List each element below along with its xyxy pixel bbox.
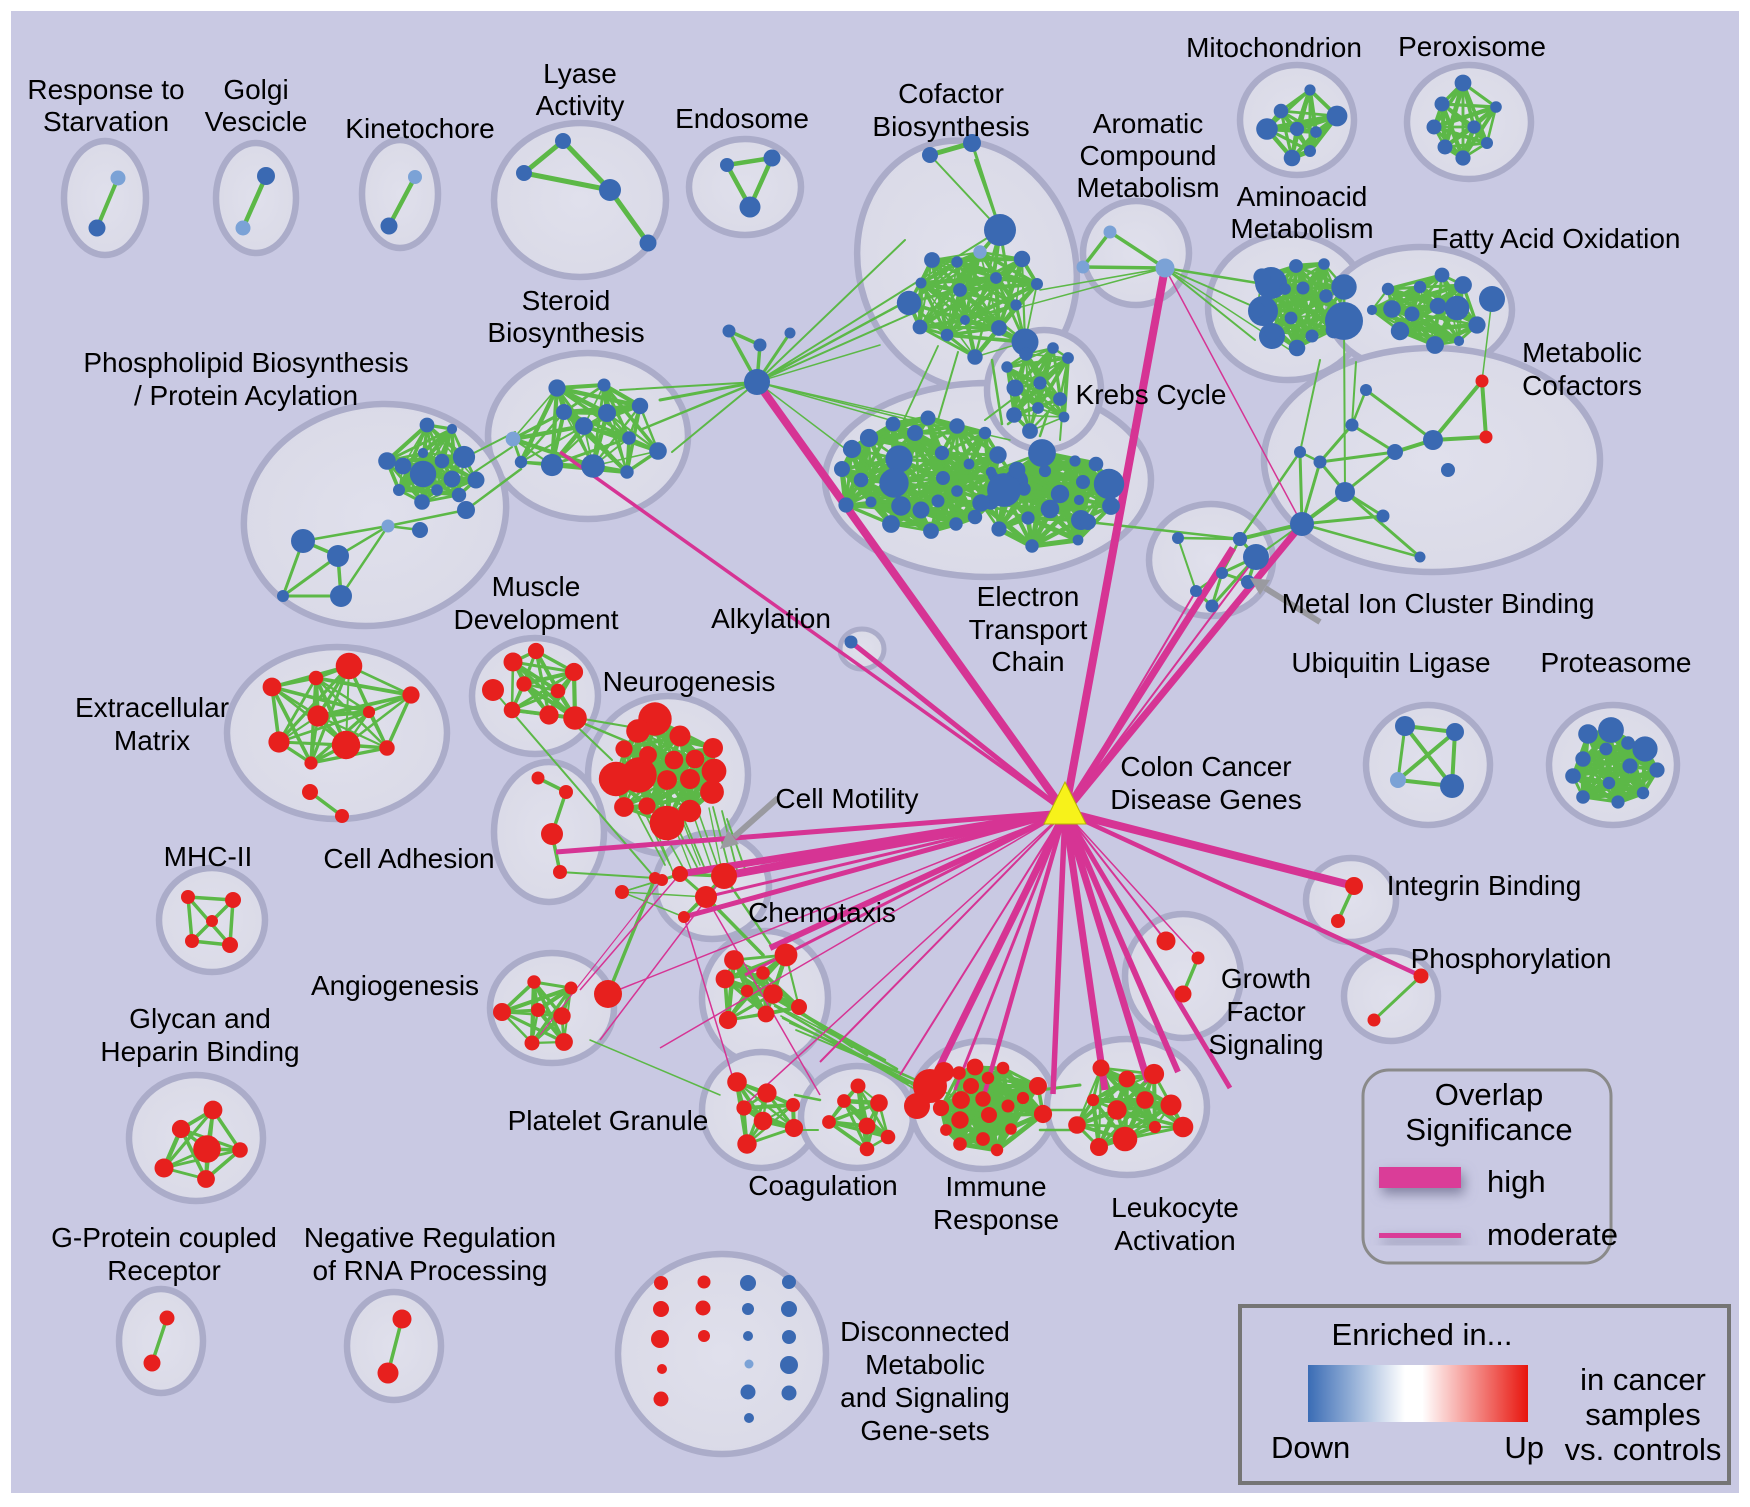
svg-text:Ubiquitin Ligase: Ubiquitin Ligase (1291, 647, 1490, 678)
svg-text:Significance: Significance (1405, 1112, 1572, 1147)
svg-text:Cofactor: Cofactor (898, 78, 1004, 109)
svg-text:Disease Genes: Disease Genes (1110, 784, 1301, 815)
svg-text:Electron: Electron (977, 581, 1080, 612)
svg-text:Integrin Binding: Integrin Binding (1387, 870, 1582, 901)
svg-text:Kinetochore: Kinetochore (345, 113, 494, 144)
svg-text:Negative Regulation: Negative Regulation (304, 1222, 556, 1253)
svg-text:Response to: Response to (27, 74, 184, 105)
svg-text:Overlap: Overlap (1435, 1077, 1544, 1112)
svg-text:Proteasome: Proteasome (1541, 647, 1692, 678)
svg-text:Metabolic: Metabolic (865, 1349, 985, 1380)
svg-text:Leukocyte: Leukocyte (1111, 1192, 1239, 1223)
svg-text:Gene-sets: Gene-sets (860, 1415, 989, 1446)
svg-text:Enriched in...: Enriched in... (1332, 1317, 1513, 1352)
svg-text:Biosynthesis: Biosynthesis (872, 111, 1029, 142)
svg-text:Platelet Granule: Platelet Granule (508, 1105, 709, 1136)
svg-text:Chemotaxis: Chemotaxis (748, 897, 896, 928)
svg-text:Metabolic: Metabolic (1522, 337, 1642, 368)
svg-text:G-Protein coupled: G-Protein coupled (51, 1222, 277, 1253)
svg-text:Response: Response (933, 1204, 1059, 1235)
svg-text:Starvation: Starvation (43, 106, 169, 137)
svg-text:Phospholipid Biosynthesis: Phospholipid Biosynthesis (83, 347, 408, 378)
svg-text:Colon Cancer: Colon Cancer (1120, 751, 1291, 782)
svg-text:Golgi: Golgi (223, 74, 288, 105)
svg-text:Development: Development (454, 604, 619, 635)
svg-text:Receptor: Receptor (107, 1255, 221, 1286)
svg-text:Activity: Activity (536, 90, 625, 121)
svg-text:Signaling: Signaling (1208, 1029, 1323, 1060)
svg-text:Steroid: Steroid (522, 285, 611, 316)
svg-text:Coagulation: Coagulation (748, 1170, 897, 1201)
svg-text:Mitochondrion: Mitochondrion (1186, 32, 1362, 63)
svg-text:Endosome: Endosome (675, 103, 809, 134)
svg-text:Metabolism: Metabolism (1076, 172, 1219, 203)
svg-text:Metal Ion Cluster Binding: Metal Ion Cluster Binding (1282, 588, 1595, 619)
svg-text:samples: samples (1585, 1397, 1700, 1432)
svg-text:of RNA Processing: of RNA Processing (313, 1255, 548, 1286)
svg-text:Phosphorylation: Phosphorylation (1411, 943, 1612, 974)
svg-text:Down: Down (1271, 1430, 1350, 1465)
svg-text:Extracellular: Extracellular (75, 692, 229, 723)
svg-text:Disconnected: Disconnected (840, 1316, 1010, 1347)
svg-text:Factor: Factor (1226, 996, 1305, 1027)
svg-text:Chain: Chain (991, 646, 1064, 677)
svg-text:Muscle: Muscle (492, 571, 581, 602)
svg-text:Krebs Cycle: Krebs Cycle (1076, 379, 1227, 410)
svg-text:moderate: moderate (1487, 1217, 1618, 1252)
svg-text:in cancer: in cancer (1580, 1362, 1706, 1397)
svg-text:Vescicle: Vescicle (205, 106, 308, 137)
svg-text:Matrix: Matrix (114, 725, 190, 756)
svg-text:Peroxisome: Peroxisome (1398, 31, 1546, 62)
svg-text:and Signaling: and Signaling (840, 1382, 1010, 1413)
svg-text:Fatty Acid Oxidation: Fatty Acid Oxidation (1431, 223, 1680, 254)
svg-text:Glycan and: Glycan and (129, 1003, 271, 1034)
svg-text:Heparin Binding: Heparin Binding (100, 1036, 299, 1067)
svg-text:Compound: Compound (1080, 140, 1217, 171)
svg-text:Aminoacid: Aminoacid (1237, 181, 1368, 212)
svg-text:Aromatic: Aromatic (1093, 108, 1203, 139)
svg-text:vs. controls: vs. controls (1565, 1432, 1722, 1467)
svg-text:Activation: Activation (1114, 1225, 1235, 1256)
svg-text:MHC-II: MHC-II (164, 841, 253, 872)
svg-text:Lyase: Lyase (543, 58, 617, 89)
svg-text:Cell Motility: Cell Motility (775, 783, 918, 814)
svg-text:Neurogenesis: Neurogenesis (603, 666, 776, 697)
svg-text:Alkylation: Alkylation (711, 603, 831, 634)
svg-text:Growth: Growth (1221, 963, 1311, 994)
svg-text:Cell Adhesion: Cell Adhesion (323, 843, 494, 874)
svg-text:Biosynthesis: Biosynthesis (487, 317, 644, 348)
svg-text:/ Protein Acylation: / Protein Acylation (134, 380, 358, 411)
svg-text:Immune: Immune (945, 1171, 1046, 1202)
svg-text:Metabolism: Metabolism (1230, 213, 1373, 244)
svg-text:Angiogenesis: Angiogenesis (311, 970, 479, 1001)
svg-text:Up: Up (1504, 1430, 1544, 1465)
svg-text:Transport: Transport (969, 614, 1088, 645)
svg-text:Cofactors: Cofactors (1522, 370, 1642, 401)
svg-text:high: high (1487, 1164, 1546, 1199)
